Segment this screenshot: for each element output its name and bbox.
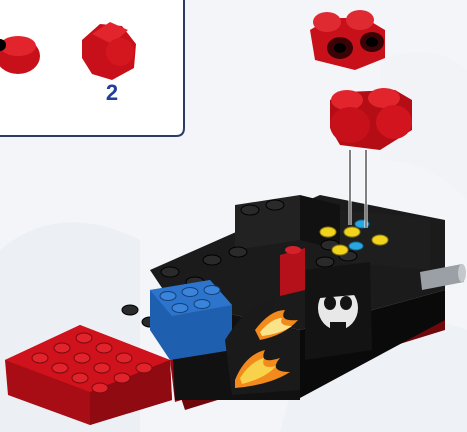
red-round-brick-pair-icon (330, 88, 412, 150)
red-round-brick-1x1-icon (0, 36, 40, 74)
part-quantity-label: 2 (105, 80, 119, 105)
parts-callout-box (0, 0, 185, 137)
skull-decal-icon (305, 262, 372, 360)
red-slope-pair-icon (310, 10, 385, 70)
red-slope-brick-1x1-icon (82, 22, 136, 80)
flame-decal-icon (225, 300, 300, 395)
